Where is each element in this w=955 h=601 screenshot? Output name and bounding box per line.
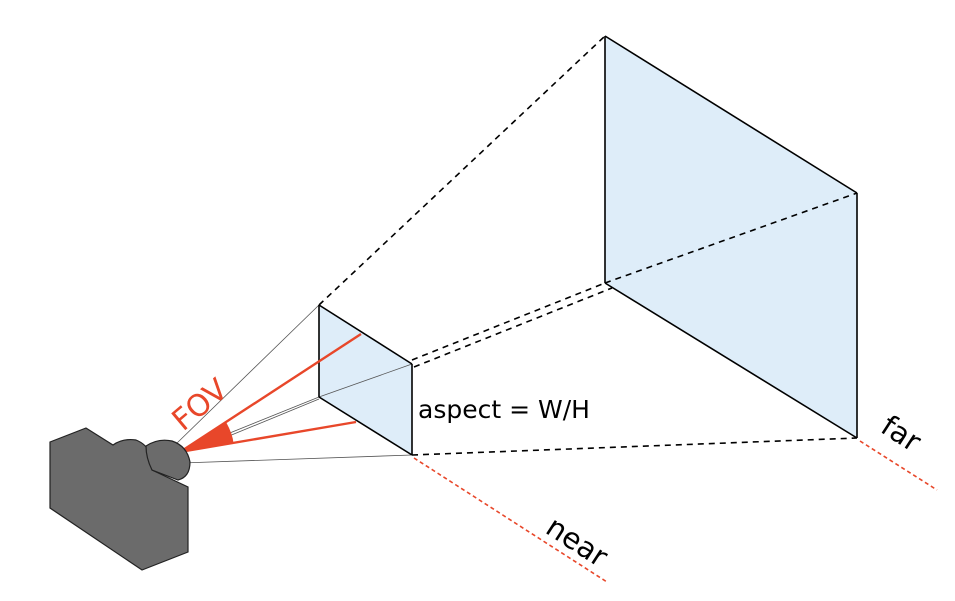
near-distance-line [413, 457, 608, 583]
fov-indicator [179, 332, 362, 454]
far-plane-fill [605, 36, 857, 438]
near-plane-top-edge [318, 304, 413, 365]
ray-top [174, 304, 320, 446]
far-label: far [875, 408, 927, 458]
far-plane-bottom-edge [604, 282, 858, 439]
frustum-edge-middle-2 [413, 287, 613, 368]
far-plane-top-edge [604, 35, 858, 194]
fov-wedge [179, 422, 234, 453]
near-plane [318, 304, 413, 456]
near-plane-bottom-edge [318, 396, 413, 456]
frustum-edge-top-left [318, 35, 606, 306]
near-plane-inner-line [318, 363, 413, 398]
far-plane [604, 35, 858, 439]
camera-body [49, 427, 189, 571]
view-rays [174, 304, 413, 464]
frustum-edges [318, 35, 858, 456]
camera-icon [49, 427, 191, 571]
frustum-edge-bottom [411, 437, 858, 456]
fov-line-top [179, 332, 362, 454]
far-plane-hidden-edge [604, 192, 858, 284]
ray-bottom [181, 454, 413, 464]
frustum-edge-middle-1 [411, 282, 606, 361]
far-distance-line [859, 440, 938, 491]
near-plane-fill [319, 305, 412, 455]
distance-markers [413, 440, 938, 583]
aspect-label: aspect = W/H [418, 395, 590, 424]
camera-lens [145, 439, 191, 481]
near-label: near [540, 509, 614, 573]
